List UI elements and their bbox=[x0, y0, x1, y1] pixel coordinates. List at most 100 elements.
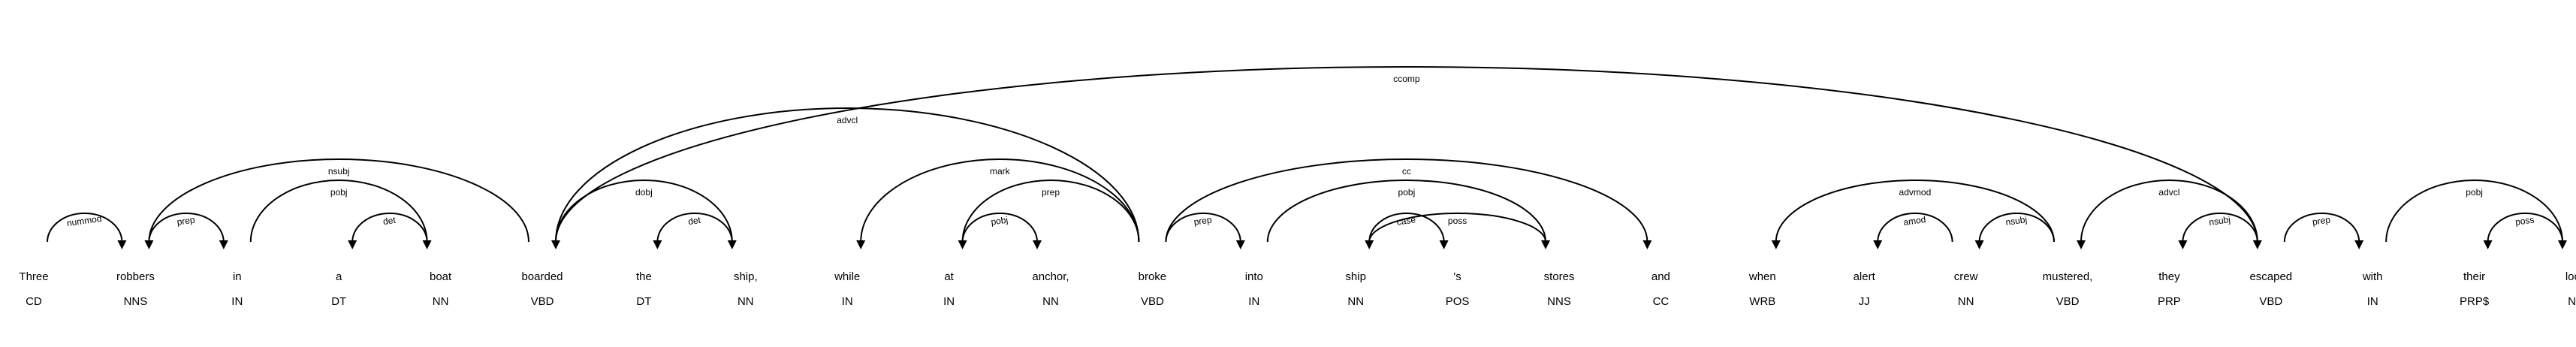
arc-curve bbox=[148, 212, 225, 243]
arc-curve bbox=[1165, 212, 1241, 243]
token-word: crew bbox=[1954, 270, 1978, 283]
token-pos-tag: NN bbox=[1042, 295, 1059, 308]
dependency-arc: mark bbox=[856, 158, 1140, 249]
token-pos-tag: IN bbox=[2367, 295, 2378, 308]
arc-curve bbox=[148, 158, 529, 243]
arc-label: pobj bbox=[1398, 187, 1416, 198]
arc-label: case bbox=[1396, 214, 1416, 227]
token-pos-tag: NN bbox=[738, 295, 754, 308]
dependency-arc: prep bbox=[148, 212, 228, 249]
token-word: escaped bbox=[2249, 270, 2292, 283]
dependency-arc: ccomp bbox=[555, 65, 2262, 249]
token-pos-tag: NN bbox=[1958, 295, 1974, 308]
token-pos-tag: VBD bbox=[2259, 295, 2282, 308]
token-word: robbers bbox=[116, 270, 155, 283]
arrowhead bbox=[219, 240, 228, 249]
arc-curve bbox=[249, 179, 428, 243]
token-pos-tag: IN bbox=[1248, 295, 1259, 308]
token-pos-tag: NNS bbox=[124, 295, 148, 308]
arrowhead bbox=[1771, 240, 1781, 249]
token-word: ship bbox=[1345, 270, 1366, 283]
dependency-arc: pobj bbox=[2385, 179, 2567, 249]
dependency-arc: prep bbox=[2283, 212, 2364, 249]
token-word: at bbox=[944, 270, 954, 283]
arrowhead bbox=[144, 240, 154, 249]
arrowhead bbox=[1974, 240, 1984, 249]
token-pos-tag: JJ bbox=[1859, 295, 1870, 308]
token-pos-tag: PRP bbox=[2158, 295, 2181, 308]
token-pos-tag: VBD bbox=[1141, 295, 1164, 308]
token-word: broke bbox=[1139, 270, 1167, 283]
arrowhead bbox=[1235, 240, 1245, 249]
arc-curve bbox=[2182, 212, 2258, 243]
tokens-layer: ThreeCDrobbersNNSinINaDTboatNNboardedVBD… bbox=[19, 270, 2576, 308]
arc-label: nsubj bbox=[2005, 214, 2028, 228]
arc-curve bbox=[860, 158, 1140, 243]
arc-curve bbox=[555, 107, 1140, 243]
token-pos-tag: IN bbox=[943, 295, 955, 308]
dependency-arc: poss bbox=[1365, 212, 1546, 249]
token-word: in bbox=[233, 270, 242, 283]
arc-label: pobj bbox=[991, 215, 1009, 228]
arc-curve bbox=[555, 179, 733, 243]
arc-label: nummod bbox=[66, 213, 102, 228]
arrowhead bbox=[958, 240, 967, 249]
arc-label: prep bbox=[1042, 187, 1060, 198]
arc-curve bbox=[1368, 212, 1445, 243]
dependency-arc: nummod bbox=[47, 212, 127, 249]
token-word: and bbox=[1651, 270, 1670, 283]
arc-curve bbox=[961, 179, 1140, 243]
token-word: mustered, bbox=[2043, 270, 2093, 283]
arc-label: det bbox=[687, 215, 701, 227]
dependency-arc: nsubj bbox=[2178, 212, 2258, 249]
dependency-arc: det bbox=[348, 212, 428, 249]
dependency-arc: case bbox=[1368, 212, 1449, 249]
token-pos-tag: CD bbox=[26, 295, 42, 308]
arc-label: prep bbox=[2312, 214, 2331, 227]
arrowhead bbox=[2252, 240, 2262, 249]
token-pos-tag: NN bbox=[2568, 295, 2576, 308]
arc-curve bbox=[555, 65, 2258, 243]
dependency-arc: advcl bbox=[2077, 179, 2258, 249]
token-pos-tag: NNS bbox=[1547, 295, 1571, 308]
token-pos-tag: DT bbox=[636, 295, 651, 308]
arc-curve bbox=[656, 212, 733, 243]
arc-label: pobj bbox=[330, 187, 348, 198]
token-word: ship, bbox=[734, 270, 758, 283]
token-pos-tag: CC bbox=[1653, 295, 1670, 308]
dependency-arc: prep bbox=[958, 179, 1140, 249]
arrowhead bbox=[422, 240, 432, 249]
arrowhead bbox=[1642, 240, 1652, 249]
token-word: boat bbox=[430, 270, 452, 283]
token-word: Three bbox=[19, 270, 48, 283]
token-word: they bbox=[2158, 270, 2180, 283]
dependency-arc: pobj bbox=[249, 179, 432, 249]
arc-label: poss bbox=[1448, 216, 1467, 226]
arc-curve bbox=[961, 212, 1038, 243]
arc-curve bbox=[1368, 212, 1546, 243]
arrowhead bbox=[727, 240, 737, 249]
arrowhead bbox=[551, 240, 560, 249]
token-pos-tag: POS bbox=[1446, 295, 1470, 308]
arc-curve bbox=[2283, 212, 2360, 243]
arc-curve bbox=[1877, 212, 1953, 243]
arc-label: nsubj bbox=[2208, 214, 2231, 228]
arc-label: cc bbox=[1402, 166, 1411, 177]
arc-label: ccomp bbox=[1393, 74, 1420, 84]
arc-label: advmod bbox=[1899, 187, 1932, 198]
arc-curve bbox=[2487, 212, 2563, 243]
dependency-arc: dobj bbox=[555, 179, 737, 249]
arc-curve bbox=[351, 212, 428, 243]
arc-curve bbox=[1165, 158, 1648, 243]
dependency-arc: cc bbox=[1165, 158, 1652, 249]
dependency-arc: pobj bbox=[1266, 179, 1550, 249]
token-word: loot. bbox=[2565, 270, 2576, 283]
token-pos-tag: IN bbox=[842, 295, 853, 308]
arrowhead bbox=[1365, 240, 1374, 249]
arc-label: mark bbox=[990, 166, 1011, 177]
arrowhead bbox=[348, 240, 357, 249]
arc-curve bbox=[2385, 179, 2563, 243]
token-pos-tag: NN bbox=[433, 295, 449, 308]
token-word: while bbox=[834, 270, 860, 283]
